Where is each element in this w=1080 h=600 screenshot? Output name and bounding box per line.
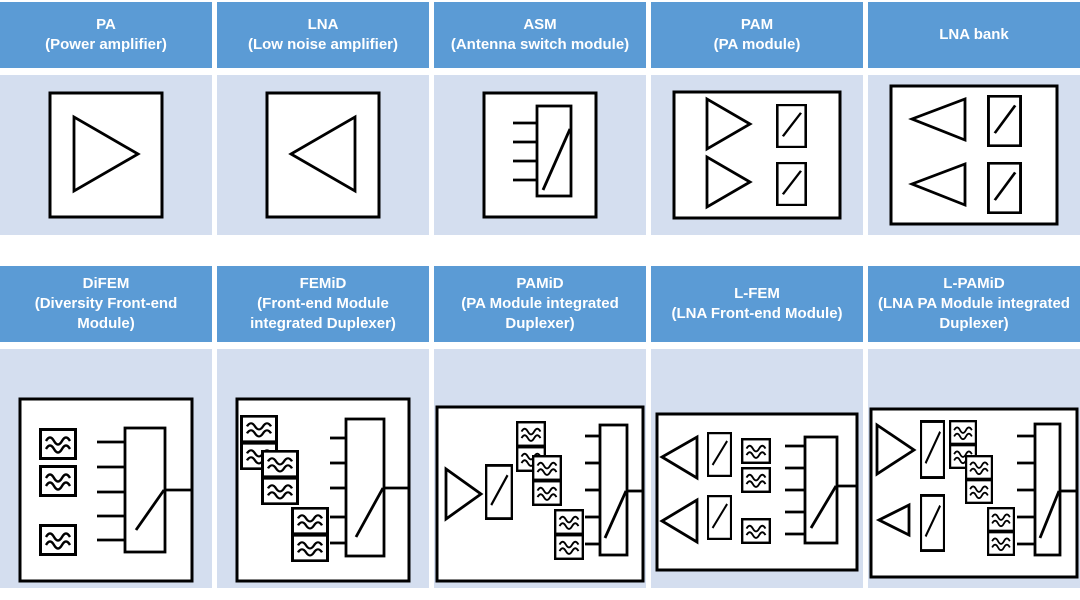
amplifier-left-icon — [659, 497, 699, 545]
cell-pa — [0, 75, 212, 235]
lna-bank-diagram — [889, 84, 1059, 226]
header-lna: LNA (Low noise amplifier) — [217, 2, 429, 68]
header-pa: PA (Power amplifier) — [0, 2, 212, 68]
lna-diagram — [265, 91, 381, 219]
diagram-row-1 — [0, 75, 1080, 235]
header-pam: PAM (PA module) — [651, 2, 863, 68]
cell-lpamid — [868, 349, 1080, 588]
header-abbr: LNA — [307, 16, 339, 34]
pam-diagram — [672, 90, 842, 220]
amplifier-right-icon — [705, 96, 753, 152]
multi-throw-switch-icon — [330, 417, 408, 558]
header-asm: ASM (Antenna switch module) — [434, 2, 646, 68]
amplifier-left-icon — [288, 114, 357, 194]
switch-icon — [776, 104, 807, 148]
header-full-name: (Antenna switch module) — [450, 36, 630, 53]
header-abbr: DiFEM — [82, 275, 130, 293]
amplifier-left-icon — [908, 96, 967, 143]
cell-pam — [651, 75, 863, 235]
multi-throw-switch-icon — [1017, 422, 1076, 557]
amplifier-right-icon — [72, 114, 141, 194]
switch-icon — [920, 494, 945, 552]
cell-lna-bank — [868, 75, 1080, 235]
switch-icon — [707, 495, 732, 540]
filter-icon — [39, 524, 77, 556]
header-full-name: (LNA PA Module integrated Duplexer) — [878, 295, 1070, 332]
pa-diagram — [48, 91, 164, 219]
amplifier-left-icon — [908, 161, 967, 208]
filter-icon — [741, 467, 771, 493]
filter-icon — [741, 438, 771, 464]
diagram-row-2 — [0, 349, 1080, 588]
header-abbr: PA — [96, 16, 116, 34]
amplifier-right-icon — [705, 154, 753, 210]
cell-asm — [434, 75, 646, 235]
difem-diagram — [18, 397, 194, 583]
multi-throw-switch-icon — [97, 426, 191, 554]
amplifier-right-icon — [875, 422, 917, 477]
header-lna-bank: LNA bank — [868, 2, 1080, 68]
header-row-1: PA (Power amplifier) LNA (Low noise ampl… — [0, 2, 1080, 68]
cell-femid — [217, 349, 429, 588]
cell-lfem — [651, 349, 863, 588]
switch-icon — [987, 162, 1022, 214]
header-lpamid: L-PAMiD (LNA PA Module integrated Duplex… — [868, 266, 1080, 342]
switch-icon — [776, 162, 807, 206]
duplexer-icon — [987, 507, 1015, 556]
duplexer-icon — [532, 455, 562, 506]
pamid-diagram — [435, 405, 645, 583]
header-row-2: DiFEM (Diversity Front-end Module) FEMiD… — [0, 266, 1080, 342]
header-abbr: L-FEM — [734, 285, 780, 303]
amplifier-left-icon — [875, 502, 911, 538]
amplifier-right-icon — [444, 466, 484, 522]
header-femid: FEMiD (Front-end Module integrated Duple… — [217, 266, 429, 342]
lfem-diagram — [655, 412, 859, 572]
header-full-name: (PA module) — [713, 36, 801, 53]
filter-icon — [39, 465, 77, 497]
header-abbr: LNA bank — [939, 26, 1009, 44]
header-abbr: PAMiD — [516, 275, 564, 293]
header-full-name: (LNA Front-end Module) — [671, 305, 843, 322]
amplifier-left-icon — [659, 434, 699, 481]
lpamid-diagram — [869, 407, 1079, 579]
duplexer-icon — [965, 455, 993, 504]
header-difem: DiFEM (Diversity Front-end Module) — [0, 266, 212, 342]
cell-difem — [0, 349, 212, 588]
header-full-name: (PA Module integrated Duplexer) — [461, 295, 619, 332]
header-full-name: (Low noise amplifier) — [247, 36, 398, 53]
cell-pamid — [434, 349, 646, 588]
header-abbr: L-PAMiD — [943, 275, 1005, 293]
multi-throw-switch-icon — [513, 104, 573, 198]
header-pamid: PAMiD (PA Module integrated Duplexer) — [434, 266, 646, 342]
femid-diagram — [235, 397, 411, 583]
header-full-name: (Diversity Front-end Module) — [34, 295, 178, 332]
header-full-name: (Front-end Module integrated Duplexer) — [250, 295, 396, 332]
duplexer-icon — [291, 507, 329, 562]
cell-lna — [217, 75, 429, 235]
duplexer-icon — [261, 450, 299, 505]
filter-icon — [741, 518, 771, 544]
duplexer-icon — [554, 509, 584, 560]
header-lfem: L-FEM (LNA Front-end Module) — [651, 266, 863, 342]
header-abbr: FEMiD — [299, 275, 347, 293]
switch-icon — [485, 464, 513, 520]
switch-icon — [920, 420, 945, 479]
header-full-name: (Power amplifier) — [45, 36, 167, 53]
switch-icon — [987, 95, 1022, 147]
multi-throw-switch-icon — [785, 435, 856, 545]
multi-throw-switch-icon — [585, 423, 642, 557]
header-abbr: PAM — [740, 16, 774, 34]
filter-icon — [39, 428, 77, 460]
switch-icon — [707, 432, 732, 477]
header-abbr: ASM — [523, 16, 557, 34]
module-comparison-table: PA (Power amplifier) LNA (Low noise ampl… — [0, 2, 1080, 588]
asm-diagram — [482, 91, 598, 219]
